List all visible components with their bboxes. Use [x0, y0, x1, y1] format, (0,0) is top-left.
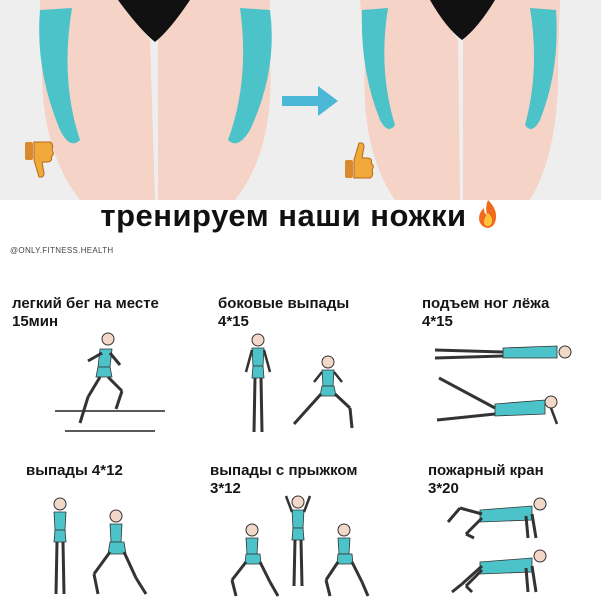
arrow-right-icon	[282, 86, 338, 116]
thighs-illustration	[39, 0, 560, 200]
exercise-1: легкий бег на месте 15мин	[12, 295, 202, 331]
exercise-reps: 3*20	[428, 480, 459, 497]
jump-lunge-figures	[230, 495, 370, 597]
before-thighs	[39, 0, 272, 200]
fire-icon	[475, 199, 501, 237]
thumbs-down-icon	[25, 141, 54, 178]
leg-raise-figures	[434, 345, 572, 425]
thumbs-up-icon	[345, 142, 374, 179]
exercise-name: подъем ног лёжа	[422, 295, 550, 312]
exercise-reps: 4*15	[422, 313, 453, 330]
fire-hydrant-figures	[446, 497, 547, 594]
exercise-name: пожарный кран	[428, 462, 544, 479]
running-figure	[55, 332, 165, 432]
title-text: тренируем наши ножки	[100, 198, 467, 233]
author-handle: @ONLY.FITNESS.HEALTH	[10, 246, 114, 255]
exercise-name: боковые выпады	[218, 295, 350, 312]
exercise-name: легкий бег на месте	[12, 295, 159, 312]
after-thighs	[360, 0, 560, 200]
exercise-6: пожарный кран 3*20	[428, 462, 601, 498]
lunge-figures	[53, 497, 148, 595]
exercise-3: подъем ног лёжа 4*15	[422, 295, 601, 331]
exercise-name: выпады с прыжком	[210, 462, 358, 479]
exercise-reps: 15мин	[12, 313, 59, 330]
page-title: тренируем наши ножки	[0, 198, 601, 237]
side-lunge-figures	[244, 333, 354, 433]
exercise-4: выпады 4*12	[26, 462, 216, 480]
exercise-reps: 3*12	[210, 480, 241, 497]
exercise-name: выпады 4*12	[26, 462, 123, 479]
exercise-reps: 4*15	[218, 313, 249, 330]
exercise-5: выпады с прыжком 3*12	[210, 462, 400, 498]
exercise-2: боковые выпады 4*15	[218, 295, 408, 331]
before-after-illustration	[0, 0, 601, 200]
